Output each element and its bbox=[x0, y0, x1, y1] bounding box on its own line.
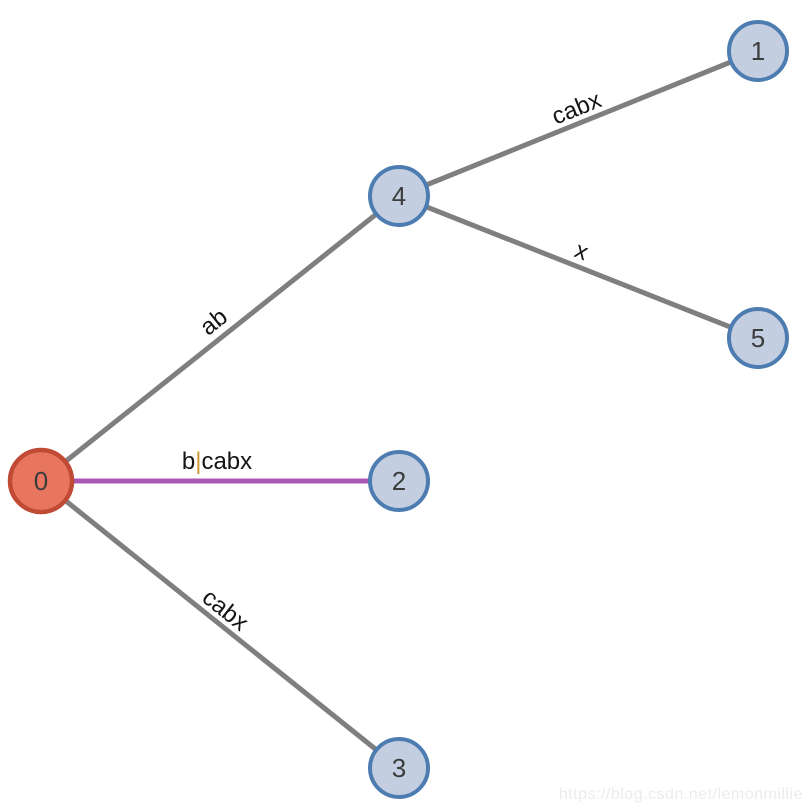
node-4: 4 bbox=[368, 165, 430, 227]
node-4-circle bbox=[368, 165, 430, 227]
node-1-label: 1 bbox=[751, 36, 765, 66]
cursor-bar: | bbox=[195, 448, 201, 475]
edges bbox=[38, 48, 761, 771]
node-3-circle bbox=[368, 737, 430, 799]
node-4-label: 4 bbox=[392, 181, 406, 211]
node-3: 3 bbox=[368, 737, 430, 799]
edge-4-1 bbox=[396, 48, 761, 199]
node-0-circle bbox=[7, 447, 75, 515]
edge-label-b-cursor-cabx: b|cabx bbox=[182, 448, 252, 475]
node-3-label: 3 bbox=[392, 753, 406, 783]
node-0: 0 bbox=[7, 447, 75, 515]
edge-4-5 bbox=[396, 193, 761, 341]
edge-0-4 bbox=[38, 193, 402, 484]
node-1-circle bbox=[727, 20, 789, 82]
nodes: 0 1 2 3 4 5 bbox=[7, 20, 789, 799]
edge-label-part-b: b bbox=[182, 448, 195, 475]
edge-label-part-cabx: cabx bbox=[201, 448, 252, 475]
watermark: https://blog.csdn.net/lemonmillie bbox=[559, 786, 803, 803]
node-5-label: 5 bbox=[751, 323, 765, 353]
node-5: 5 bbox=[727, 307, 789, 369]
node-2-label: 2 bbox=[392, 466, 406, 496]
node-0-label: 0 bbox=[34, 466, 48, 496]
edge-label-x: x bbox=[571, 237, 592, 267]
node-2-circle bbox=[368, 450, 430, 512]
node-2: 2 bbox=[368, 450, 430, 512]
node-5-circle bbox=[727, 307, 789, 369]
edge-0-3 bbox=[38, 478, 402, 771]
node-1: 1 bbox=[727, 20, 789, 82]
